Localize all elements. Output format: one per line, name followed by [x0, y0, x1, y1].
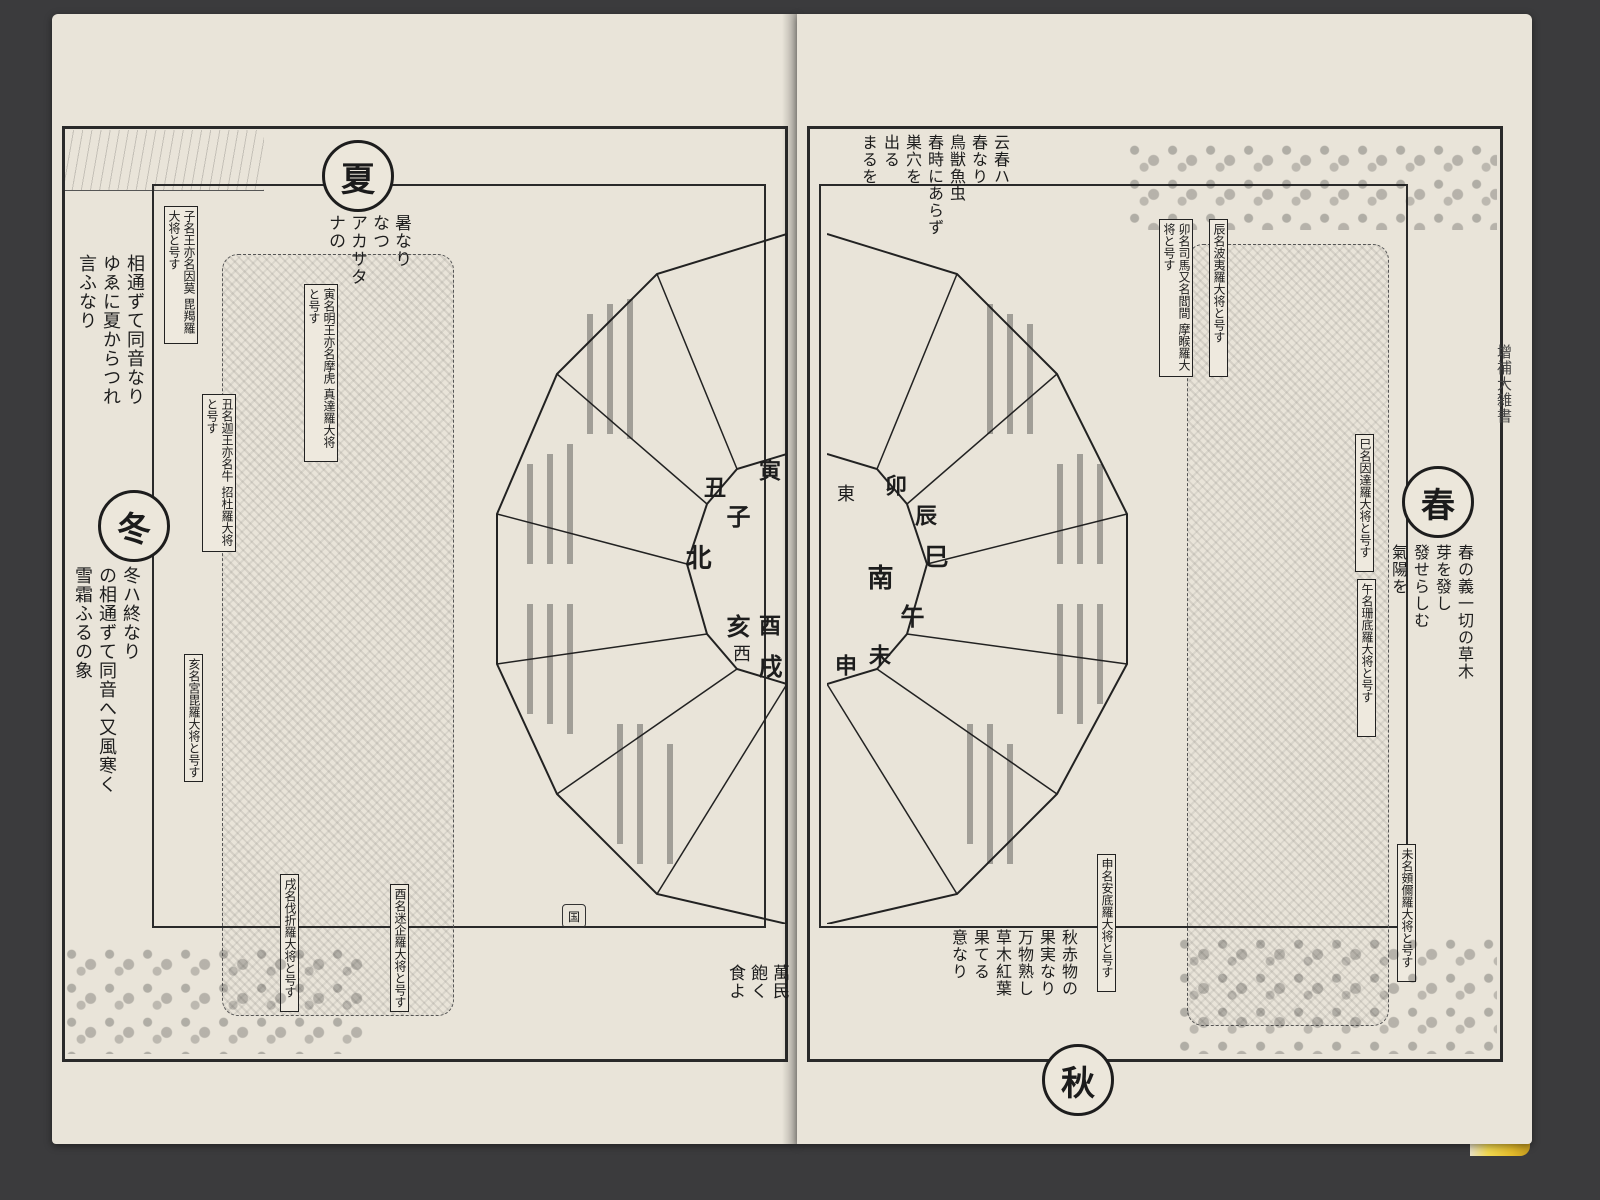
maple-leaves-illustration	[1177, 934, 1497, 1054]
zodiac-generals-illustration-left	[222, 254, 454, 1016]
zodiac-wheel-left-half: 北 子 丑 寅 亥 戌 酉 西	[467, 204, 787, 924]
winter-seal: 冬	[98, 490, 170, 562]
general-label: 午名珊底羅大将と号す	[1357, 579, 1376, 737]
spring-seal: 春	[1402, 466, 1474, 538]
general-label: 亥名宮毘羅大将と号す	[184, 654, 203, 782]
left-page: 夏 暑なり なつ アカサタ ナの 相通ずて同音なり ゆゑに夏からつれ 言ふなり …	[52, 14, 797, 1144]
general-label: 巳名因達羅大将と号す	[1355, 434, 1374, 572]
wheel-sign-hai: 亥	[722, 614, 751, 639]
spring-text: 春の義一切の草木 芽を發し 發せらしむ 氣陽を	[1389, 544, 1474, 680]
artist-stamp-text: 国	[567, 909, 580, 924]
wheel-svg-left	[496, 233, 787, 924]
book-side-title: 增補大雑書	[1495, 344, 1513, 424]
general-label: 酉名迷企羅大将と号す	[390, 884, 409, 1012]
mountain-landscape-illustration	[64, 130, 264, 191]
wheel-sign-yin: 寅	[755, 459, 781, 482]
pine-foliage-illustration	[64, 944, 364, 1054]
wheel-sign-shen: 申	[831, 654, 857, 677]
general-label: 卯名司馬又名閻間 摩睺羅大将と号す	[1159, 219, 1193, 377]
wheel-sign-east: 東	[834, 484, 855, 503]
bottom-note: 萬民 飽く 食よ	[725, 964, 789, 1000]
general-label: 子名王亦名因莫 毘羯羅大将と号す	[164, 206, 198, 344]
general-label: 寅名明王亦名摩虎 真達羅大将と号す	[304, 284, 338, 462]
wheel-sign-you: 酉	[755, 614, 781, 637]
winter-seal-text: 冬	[117, 509, 151, 550]
wheel-sign-chen: 辰	[911, 504, 937, 527]
winter-note-top: 相通ずて同音なり ゆゑに夏からつれ 言ふなり	[76, 254, 145, 406]
wheel-sign-north: 北	[681, 544, 711, 571]
artist-stamp: 国	[562, 904, 586, 928]
right-page-outer-frame	[807, 126, 1503, 1062]
general-label: 戌名伐折羅大将と号す	[280, 874, 299, 1012]
spring-seal-text: 春	[1421, 485, 1455, 526]
winter-text: 冬ハ終なり の相通ずて同音へ又風寒く 雪霜ふるの象	[72, 566, 141, 794]
wheel-sign-west: 西	[730, 644, 751, 663]
wheel-sign-zi: 子	[722, 504, 751, 529]
cherry-blossom-illustration	[1127, 140, 1497, 230]
wheel-sign-wu: 午	[896, 604, 925, 629]
wheel-sign-xu: 戌	[754, 654, 783, 679]
spring-note-top: 云春ハ 春なり 鳥獣魚虫 春時にあらず 巣穴を 出る まるを	[859, 134, 1010, 236]
general-label: 辰名波夷羅大将と号す	[1209, 219, 1228, 377]
wheel-svg-right	[827, 233, 1128, 924]
general-label: 未名頞儞羅大将と号す	[1397, 844, 1416, 982]
wheel-sign-si: 巳	[920, 544, 949, 569]
wheel-sign-wei: 未	[865, 644, 891, 667]
summer-seal-text: 夏	[341, 159, 375, 200]
autumn-text: 秋赤物の 果実なり 万物熟し 草木紅葉 果てる 意なり	[949, 929, 1078, 997]
right-page: 云春ハ 春なり 鳥獣魚虫 春時にあらず 巣穴を 出る まるを 春 春の義一切の草…	[797, 14, 1532, 1144]
summer-seal: 夏	[322, 140, 394, 212]
autumn-seal: 秋	[1042, 1044, 1114, 1116]
wheel-sign-chou: 丑	[700, 476, 726, 499]
wheel-sign-mao: 卯	[881, 474, 907, 497]
general-label: 丑名迦王亦名牛 招杜羅大将と号す	[202, 394, 236, 552]
zodiac-wheel-right-half: 東 卯 辰 巳 午 未 申 南	[827, 204, 1167, 924]
open-book: 夏 暑なり なつ アカサタ ナの 相通ずて同音なり ゆゑに夏からつれ 言ふなり …	[52, 14, 1552, 1192]
autumn-seal-text: 秋	[1061, 1063, 1095, 1104]
wheel-sign-south: 南	[863, 564, 893, 591]
general-label: 申名安底羅大将と号す	[1097, 854, 1116, 992]
